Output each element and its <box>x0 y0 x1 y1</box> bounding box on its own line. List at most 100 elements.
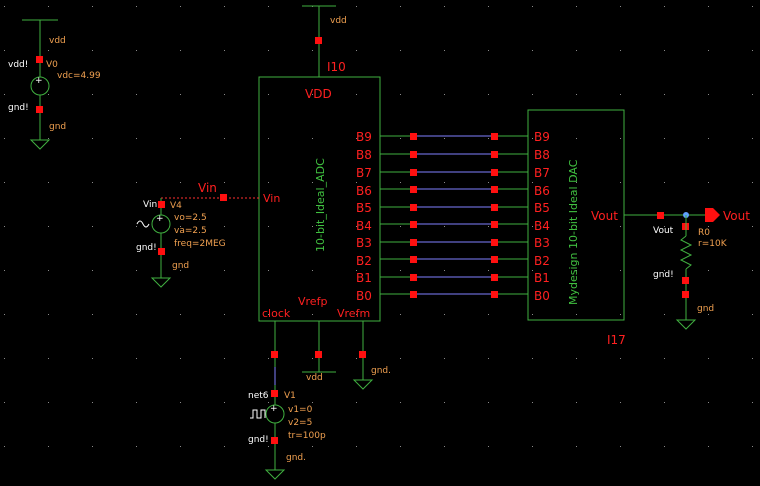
bus-pin-b0[interactable] <box>491 291 498 298</box>
v1-bottom-pin[interactable] <box>271 437 278 444</box>
v4-instance-label: V4 <box>170 201 182 211</box>
bus-pin-b1[interactable] <box>410 274 417 281</box>
output-network[interactable]: Vout Vout R0 r=10K gnd! gnd <box>624 208 750 330</box>
adc-out-b4: B4 <box>356 219 372 233</box>
v0-instance-label: V0 <box>46 60 58 70</box>
v4-param-vo: vo=2.5 <box>174 213 207 223</box>
grid-dot <box>532 94 533 95</box>
grid-dot <box>180 402 181 403</box>
v4-source[interactable]: Vin Vin V4 + vo=2.5 va=2.5 freq=2MEG gnd… <box>136 181 259 288</box>
dac-input-labels: B9 B8 B7 B6 B5 B4 B3 B2 B1 B0 <box>534 130 550 303</box>
adc-bottom-connections[interactable]: vdd gnd. <box>271 321 391 470</box>
v1-bottom-net-label: gnd! <box>248 435 269 445</box>
grid-dot <box>400 6 401 7</box>
bus-pin-b3[interactable] <box>491 239 498 246</box>
v0-param-label: vdc=4.99 <box>57 71 101 81</box>
grid-dot <box>312 50 313 51</box>
grid-dot <box>48 358 49 359</box>
grid-dot <box>620 138 621 139</box>
grid-dot <box>268 50 269 51</box>
grid-dot <box>48 6 49 7</box>
dac-in-b8: B8 <box>534 148 550 162</box>
v0-source[interactable]: vdd vdd! V0 + vdc=4.99 gnd! gnd <box>8 19 101 150</box>
grid-dot <box>312 270 313 271</box>
v0-top-pin[interactable] <box>36 56 43 63</box>
grid-dot <box>576 50 577 51</box>
adc-clock-pin-label: clock <box>262 307 291 320</box>
grid-dot <box>356 402 357 403</box>
bus-pin-b0[interactable] <box>410 291 417 298</box>
grid-dot <box>92 94 93 95</box>
bus-pin-b6[interactable] <box>410 186 417 193</box>
bus-pin-b4[interactable] <box>491 221 498 228</box>
grid-dot <box>576 402 577 403</box>
grid-dot <box>752 358 753 359</box>
v1-param-v1: v1=0 <box>288 405 313 415</box>
grid-dot <box>752 50 753 51</box>
adc-vin-pin[interactable] <box>220 194 227 201</box>
grid-dot <box>488 6 489 7</box>
bus-pin-b4[interactable] <box>410 221 417 228</box>
grid-dot <box>4 402 5 403</box>
r0-gnd-pin[interactable] <box>682 291 689 298</box>
bus-pin-b5[interactable] <box>410 204 417 211</box>
bus-pin-b6[interactable] <box>491 186 498 193</box>
grid-dot <box>488 138 489 139</box>
adc-clock-pin[interactable] <box>271 351 278 358</box>
grid-dot <box>620 182 621 183</box>
bus-pin-b1[interactable] <box>491 274 498 281</box>
grid-dot <box>180 226 181 227</box>
grid-dot <box>92 6 93 7</box>
v0-plus-sign: + <box>35 76 43 86</box>
bus-pin-b8[interactable] <box>491 151 498 158</box>
bus-pin-b7[interactable] <box>491 169 498 176</box>
grid-dot <box>576 182 577 183</box>
dac-in-b4: B4 <box>534 219 550 233</box>
r0-bottom-pin[interactable] <box>682 277 689 284</box>
v0-gnd-label: gnd <box>49 122 66 132</box>
dac-in-b1: B1 <box>534 271 550 285</box>
vout-pin[interactable] <box>657 212 664 219</box>
grid-dot <box>268 402 269 403</box>
vout-port-icon[interactable] <box>705 208 720 222</box>
adc-vdd-pin[interactable] <box>315 37 322 44</box>
v1-source[interactable]: net6 V1 + v1=0 v2=5 tr=100p gnd! gnd. <box>248 390 326 480</box>
grid-dot <box>4 358 5 359</box>
grid-dot <box>224 314 225 315</box>
bus-pin-b2[interactable] <box>491 256 498 263</box>
v1-plus-sign: + <box>270 404 278 414</box>
bus-wires <box>380 133 528 298</box>
bus-pin-b5[interactable] <box>491 204 498 211</box>
bus-pin-b9[interactable] <box>491 133 498 140</box>
bus-pin-b7[interactable] <box>410 169 417 176</box>
grid-dot <box>92 182 93 183</box>
grid-dot <box>268 94 269 95</box>
grid-dot <box>400 94 401 95</box>
grid-dot <box>532 446 533 447</box>
adc-block[interactable]: VDD I10 Vin clock Vrefp Vrefm 10-bit_Ide… <box>258 5 381 322</box>
v4-bottom-pin[interactable] <box>158 248 165 255</box>
dac-in-b0: B0 <box>534 289 550 303</box>
grid-dot <box>4 138 5 139</box>
grid-dot <box>48 270 49 271</box>
grid-dot <box>664 270 665 271</box>
adc-out-b5: B5 <box>356 201 372 215</box>
v1-top-pin[interactable] <box>271 390 278 397</box>
grid-dot <box>576 6 577 7</box>
adc-vrefp-pin[interactable] <box>315 351 322 358</box>
v0-top-pin-label: vdd <box>49 36 66 46</box>
adc-out-b7: B7 <box>356 166 372 180</box>
v4-top-pin[interactable] <box>158 201 165 208</box>
adc-vrefm-pin[interactable] <box>359 351 366 358</box>
grid-dot <box>708 182 709 183</box>
grid-dot <box>356 270 357 271</box>
bus-pin-b3[interactable] <box>410 239 417 246</box>
bus-pin-b2[interactable] <box>410 256 417 263</box>
bus-pin-b8[interactable] <box>410 151 417 158</box>
v0-bottom-pin[interactable] <box>36 106 43 113</box>
ground-icon <box>264 469 286 480</box>
grid-dot <box>92 314 93 315</box>
bus-pin-b9[interactable] <box>410 133 417 140</box>
